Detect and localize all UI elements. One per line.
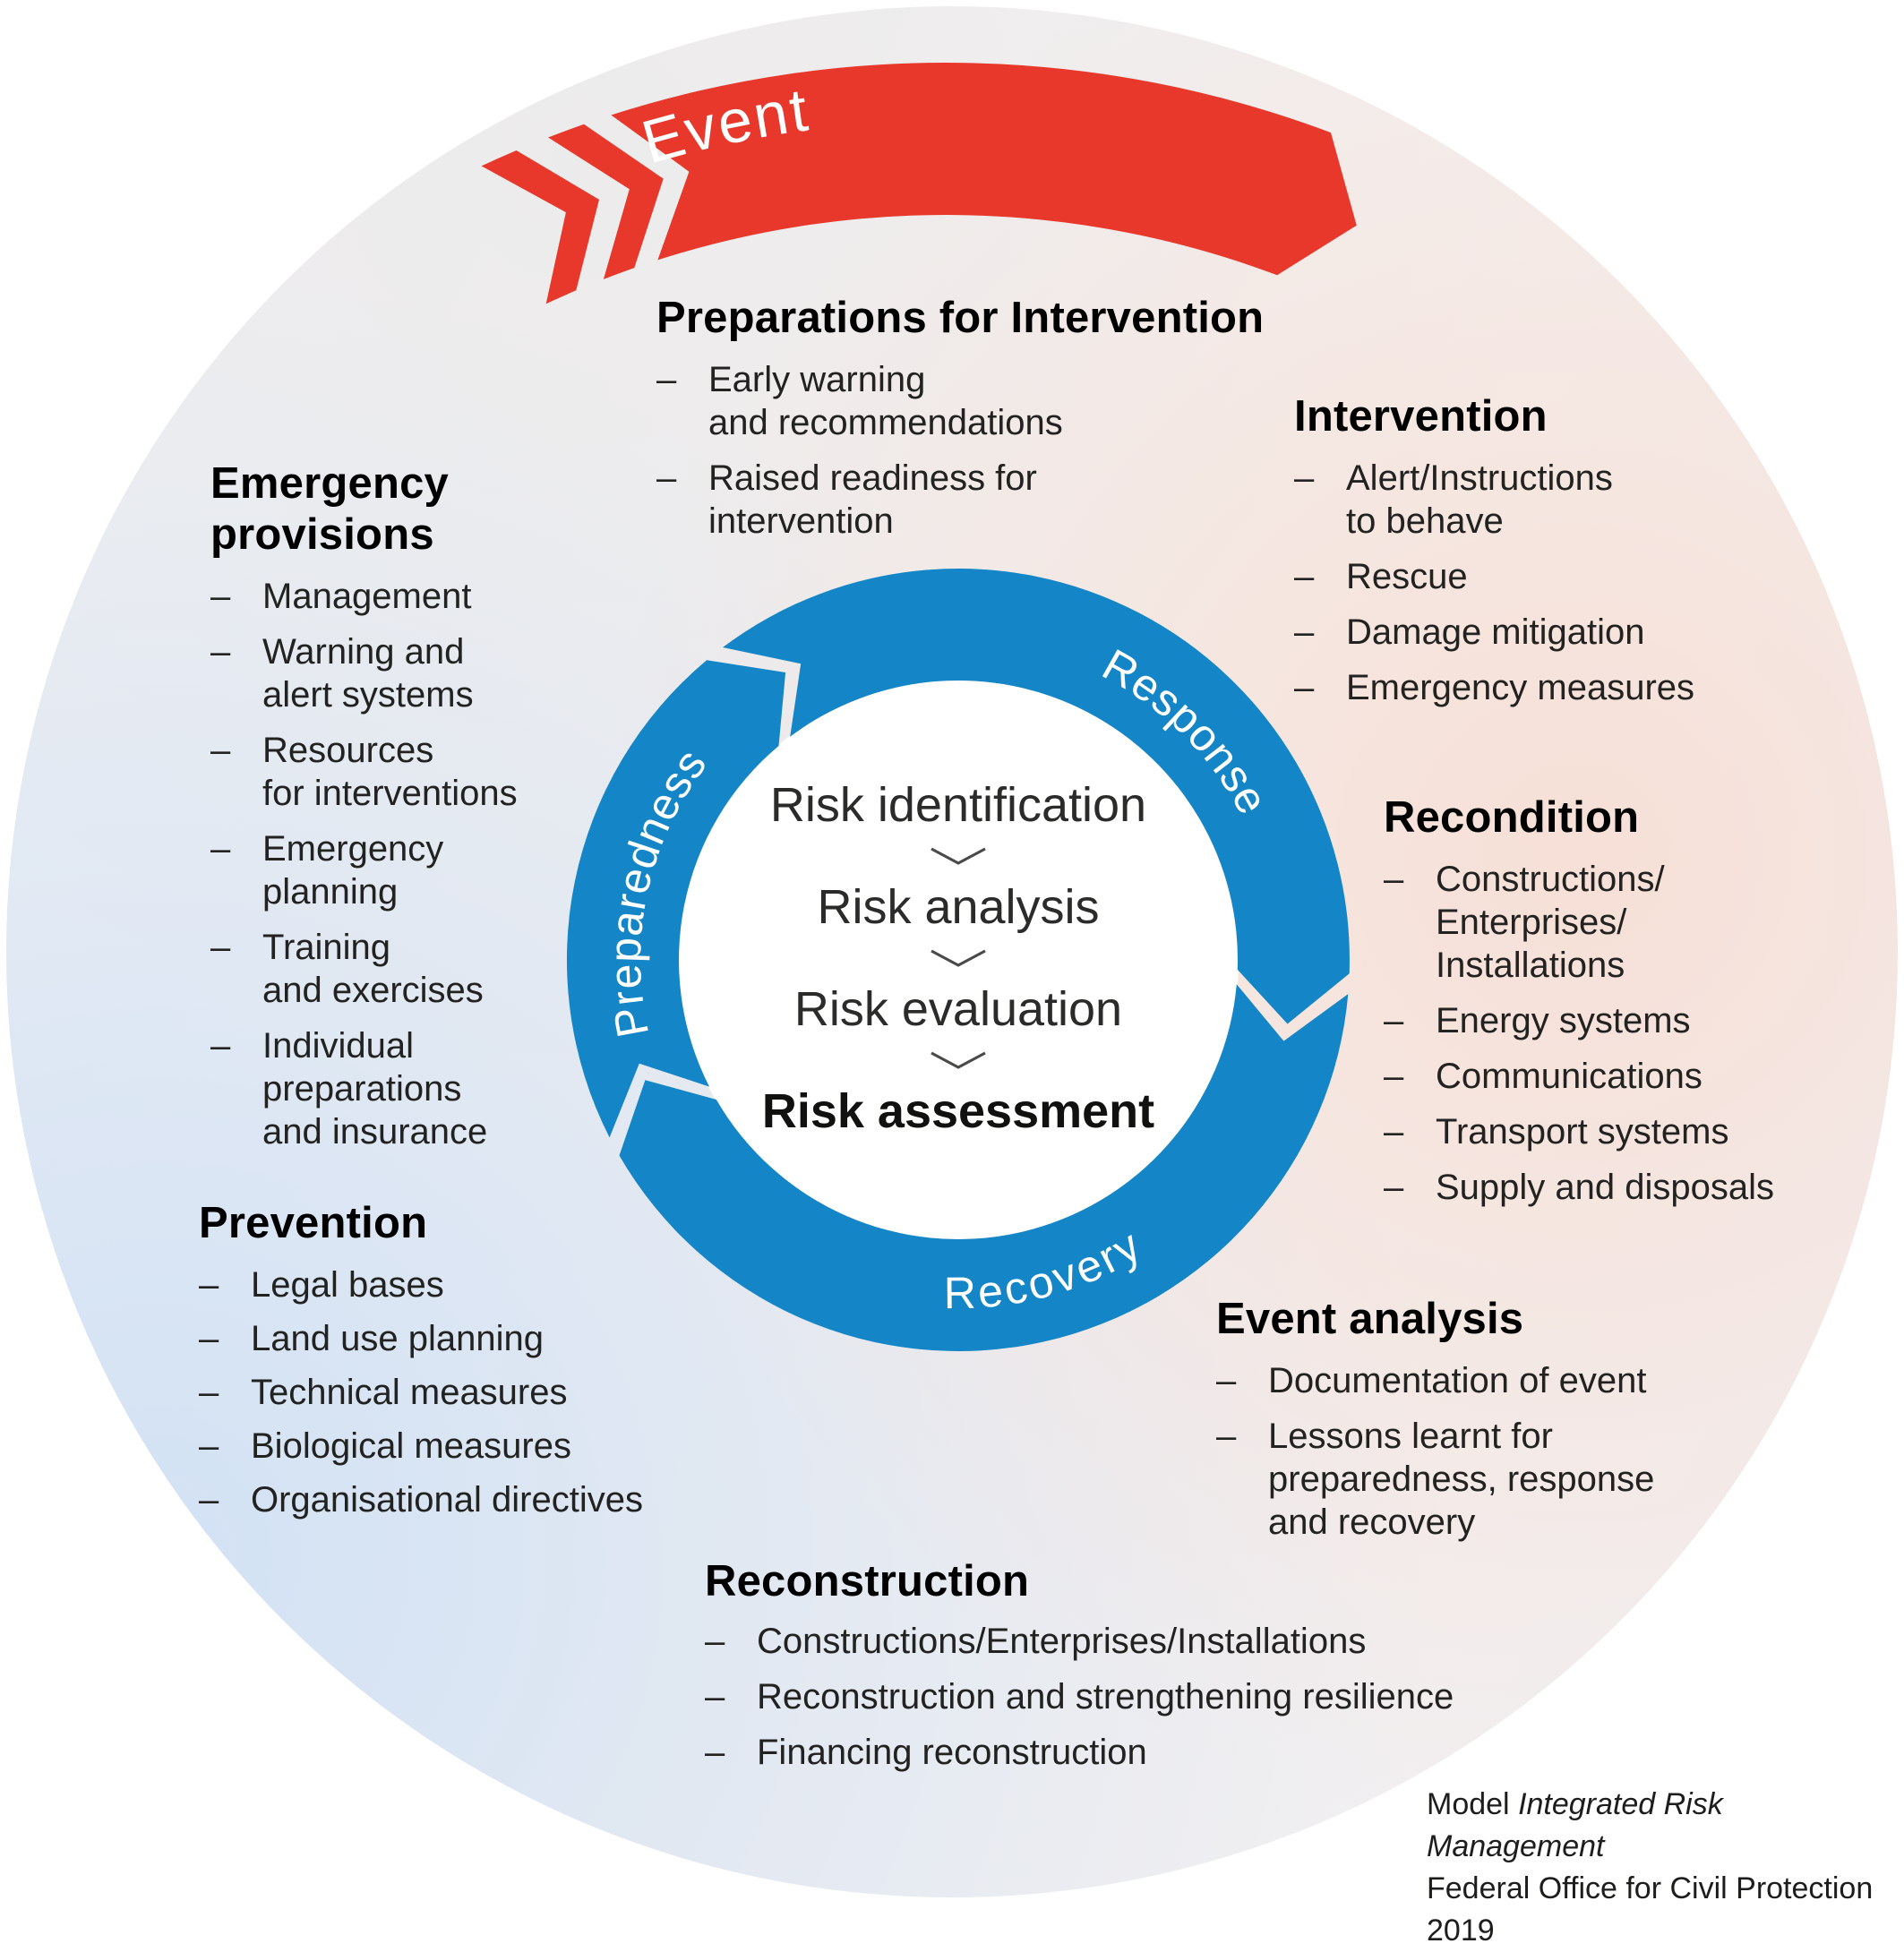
- year-line: 2019: [1427, 1913, 1495, 1948]
- list-item: Constructions/Enterprises/Installations: [705, 1620, 1454, 1663]
- risk-assessment-label: Risk assessment: [761, 1084, 1155, 1139]
- list-item: Transport systems: [1384, 1110, 1774, 1153]
- block-preparations-for-intervention: Preparations for Intervention Early warn…: [656, 293, 1264, 555]
- risk-management-cycle-diagram: Event Response Recovery Preparedness: [481, 62, 1357, 1352]
- list-item: Technical measures: [199, 1371, 643, 1414]
- risk-step-evaluation: Risk evaluation: [793, 982, 1123, 1037]
- list-item: Warning and alert systems: [210, 630, 518, 716]
- cycle-ring: [566, 569, 1350, 1352]
- ring-segment-recovery: [619, 984, 1349, 1352]
- list-item: Lessons learnt for preparedness, respons…: [1216, 1415, 1654, 1544]
- list-item: Organisational directives: [199, 1478, 643, 1521]
- ring-segment-preparedness: [566, 660, 786, 1138]
- organisation-line: Federal Office for Civil Protection: [1427, 1871, 1874, 1905]
- source-attribution: Model Integrated Risk Management Federal…: [1427, 1784, 1892, 1952]
- list-item: Resources for interventions: [210, 729, 518, 815]
- event-banner-chevron-stripe: [548, 124, 664, 279]
- list-item: Emergency planning: [210, 827, 518, 913]
- list-item: Documentation of event: [1216, 1359, 1654, 1402]
- block-title: Recondition: [1384, 793, 1640, 842]
- list-item: Rescue: [1294, 555, 1694, 598]
- block-reconstruction: Reconstruction Constructions/Enterprises…: [705, 1556, 1454, 1786]
- bullet-list: Constructions/Enterprises/Installations …: [705, 1620, 1454, 1774]
- ring-segment-response: [723, 569, 1350, 1024]
- arrow-down-icon: [931, 847, 986, 865]
- bullet-list: Documentation of event Lessons learnt fo…: [1216, 1359, 1654, 1544]
- arrow-down-icon: [931, 949, 986, 967]
- bullet-list: Constructions/ Enterprises/ Installation…: [1384, 858, 1774, 1209]
- model-title: Integrated Risk Management: [1427, 1787, 1723, 1863]
- list-item: Individual preparations and insurance: [210, 1024, 518, 1153]
- model-line: Model Integrated Risk Management: [1427, 1784, 1892, 1868]
- block-emergency-provisions: Emergency provisions Management Warning …: [210, 458, 518, 1166]
- list-item: Training and exercises: [210, 926, 518, 1012]
- list-item: Alert/Instructions to behave: [1294, 457, 1694, 543]
- bullet-list: Legal bases Land use planning Technical …: [199, 1263, 643, 1521]
- event-banner-band: [611, 62, 1357, 276]
- bullet-list: Management Warning and alert systems Res…: [210, 575, 518, 1153]
- list-item: Emergency measures: [1294, 666, 1694, 709]
- bullet-list: Early warning and recommendations Raised…: [656, 358, 1264, 543]
- list-item: Management: [210, 575, 518, 618]
- list-item: Energy systems: [1384, 999, 1774, 1042]
- block-title: Preparations for Intervention: [656, 294, 1265, 342]
- list-item: Reconstruction and strengthening resilie…: [705, 1675, 1454, 1718]
- arrow-down-icon: [931, 1051, 986, 1069]
- center-white-circle: [678, 680, 1239, 1240]
- list-item: Constructions/ Enterprises/ Installation…: [1384, 858, 1774, 987]
- block-title: Reconstruction: [705, 1557, 1030, 1605]
- list-item: Supply and disposals: [1384, 1166, 1774, 1209]
- list-item: Communications: [1384, 1055, 1774, 1098]
- list-item: Raised readiness for intervention: [656, 457, 1264, 543]
- block-title: Event analysis: [1216, 1295, 1524, 1343]
- list-item: Legal bases: [199, 1263, 643, 1306]
- list-item: Damage mitigation: [1294, 611, 1694, 654]
- list-item: Financing reconstruction: [705, 1731, 1454, 1774]
- block-prevention: Prevention Legal bases Land use planning…: [199, 1198, 643, 1532]
- block-title: Intervention: [1294, 392, 1548, 441]
- block-event-analysis: Event analysis Documentation of event Le…: [1216, 1294, 1654, 1556]
- risk-steps-panel: Risk identification Risk analysis Risk e…: [672, 777, 1245, 1139]
- list-item: Early warning and recommendations: [656, 358, 1264, 444]
- list-item: Land use planning: [199, 1317, 643, 1360]
- risk-step-identification: Risk identification: [769, 778, 1147, 832]
- block-recondition: Recondition Constructions/ Enterprises/ …: [1384, 792, 1774, 1221]
- model-label: Model: [1427, 1787, 1510, 1821]
- block-title: Emergency provisions: [210, 459, 449, 559]
- block-title: Prevention: [199, 1199, 428, 1247]
- list-item: Biological measures: [199, 1425, 643, 1468]
- block-intervention: Intervention Alert/Instructions to behav…: [1294, 391, 1694, 722]
- event-banner-arc: [481, 62, 1357, 304]
- event-banner-chevron-stripe: [481, 150, 599, 304]
- bullet-list: Alert/Instructions to behave Rescue Dama…: [1294, 457, 1694, 709]
- risk-step-analysis: Risk analysis: [817, 880, 1100, 935]
